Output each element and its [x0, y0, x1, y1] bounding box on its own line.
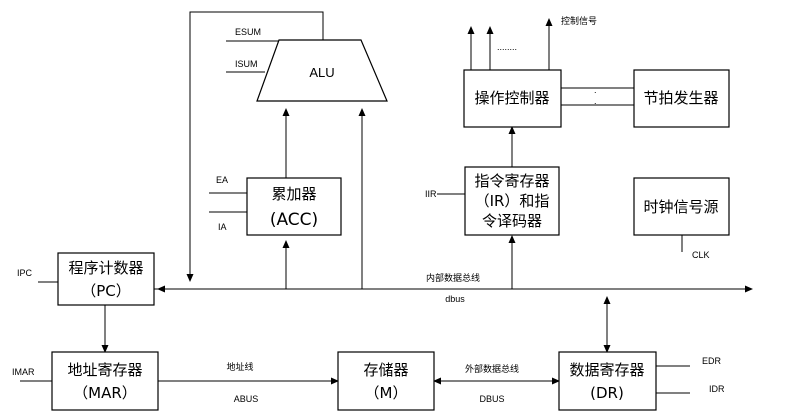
acc-label-line2: (ACC): [270, 210, 318, 230]
address-line-label: 地址线: [226, 361, 253, 372]
memory-block: 存储器 （M）: [337, 351, 435, 411]
memory-label-line1: 存储器: [363, 361, 408, 379]
pc-block: 程序计数器 （PC）: [57, 252, 155, 306]
pc-label-line1: 程序计数器: [68, 259, 143, 277]
control-dots: ........: [497, 42, 517, 52]
dr-block: 数据寄存器 (DR): [558, 351, 657, 411]
isum-label: ISUM: [235, 59, 258, 69]
clock-block: 时钟信号源: [633, 177, 730, 236]
timing-dot-1: .: [594, 85, 597, 95]
mar-label-line1: 地址寄存器: [67, 361, 142, 379]
iir-label: IIR: [425, 189, 437, 199]
pc-label-line2: （PC）: [81, 282, 131, 300]
alu-label: ALU: [309, 65, 334, 80]
mar-label-line2: （MAR）: [73, 384, 137, 402]
memory-label-line2: （M）: [365, 384, 408, 402]
external-bus-label: 外部数据总线: [465, 363, 519, 374]
signal-labels: ESUM ISUM EA IA IIR IPC IMAR CLK EDR IDR…: [12, 15, 725, 394]
idr-label: IDR: [709, 384, 725, 394]
acc-block: 累加器 (ACC): [246, 177, 342, 236]
timing-block: 节拍发生器: [633, 69, 730, 128]
ir-label-line1: 指令寄存器: [474, 172, 549, 190]
dbus-external-label: DBUS: [479, 394, 504, 404]
ir-label-line3: 令译码器: [482, 212, 542, 230]
control-block: 操作控制器: [463, 69, 562, 128]
connections: [20, 11, 753, 394]
ia-label: IA: [218, 222, 227, 232]
dr-label-line2: (DR): [590, 384, 624, 402]
timing-dot-2: .: [594, 96, 597, 106]
dbus-label: dbus: [445, 294, 465, 304]
ipc-label: IPC: [17, 268, 33, 278]
ir-block: 指令寄存器 （IR）和指 令译码器: [464, 166, 560, 236]
alu-block: ALU: [256, 39, 388, 102]
mar-block: 地址寄存器 （MAR）: [51, 351, 159, 411]
esum-label: ESUM: [235, 27, 261, 37]
dr-label-line1: 数据寄存器: [569, 361, 644, 379]
control-label: 操作控制器: [474, 89, 549, 107]
control-signal-label: 控制信号: [561, 15, 597, 26]
alu-output-line: [186, 11, 324, 282]
ir-label-line2: （IR）和指: [475, 192, 550, 210]
abus-label: ABUS: [234, 394, 259, 404]
edr-label: EDR: [702, 356, 722, 366]
timing-label: 节拍发生器: [643, 89, 718, 107]
clock-label: 时钟信号源: [643, 198, 718, 216]
acc-label-line1: 累加器: [271, 185, 316, 203]
internal-bus-label: 内部数据总线: [426, 272, 480, 283]
ea-label: EA: [216, 175, 228, 185]
clk-label: CLK: [692, 250, 710, 260]
bus-labels: 内部数据总线 dbus 地址线 ABUS 外部数据总线 DBUS: [226, 272, 519, 404]
imar-label: IMAR: [12, 367, 35, 377]
